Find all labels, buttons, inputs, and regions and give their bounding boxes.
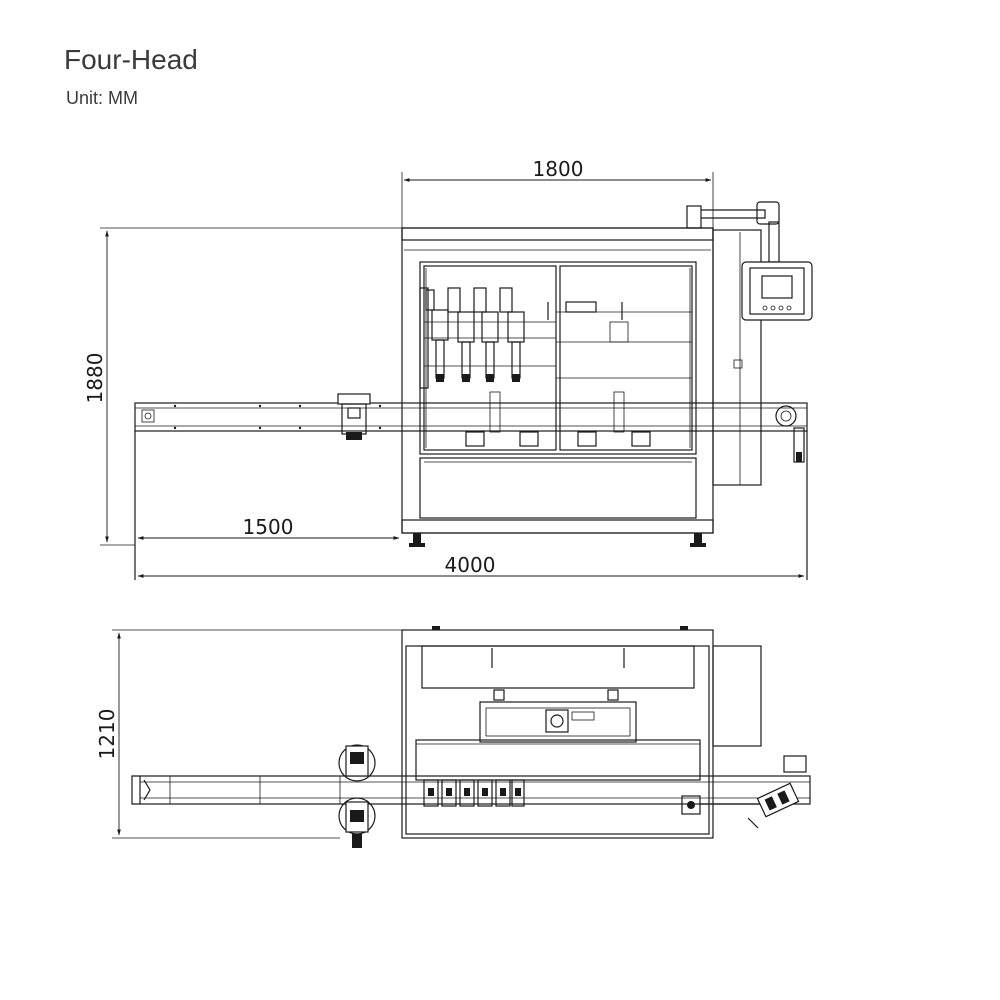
- dimension-text-1210: 1210: [95, 709, 119, 760]
- top-heads: [423, 779, 525, 807]
- dimension-overall-length: 4000: [137, 553, 805, 578]
- page-title: Four-Head: [64, 44, 198, 75]
- dimension-top-depth: 1210: [95, 629, 402, 839]
- dimension-front-height: 1880: [83, 227, 402, 546]
- top-conveyor: [131, 744, 811, 848]
- front-conveyor: [134, 393, 808, 580]
- dimension-text-4000: 4000: [445, 553, 496, 577]
- dimension-conveyor-length: 1500: [137, 515, 400, 540]
- dimension-text-1800: 1800: [533, 157, 584, 181]
- front-view: 1800 1880: [83, 157, 813, 580]
- filling-heads: [419, 287, 692, 389]
- unit-label: Unit: MM: [66, 88, 138, 108]
- top-view: 1210: [95, 626, 811, 848]
- dimension-text-1880: 1880: [83, 353, 107, 404]
- dimension-text-1500: 1500: [243, 515, 294, 539]
- dimension-front-width: 1800: [401, 157, 714, 228]
